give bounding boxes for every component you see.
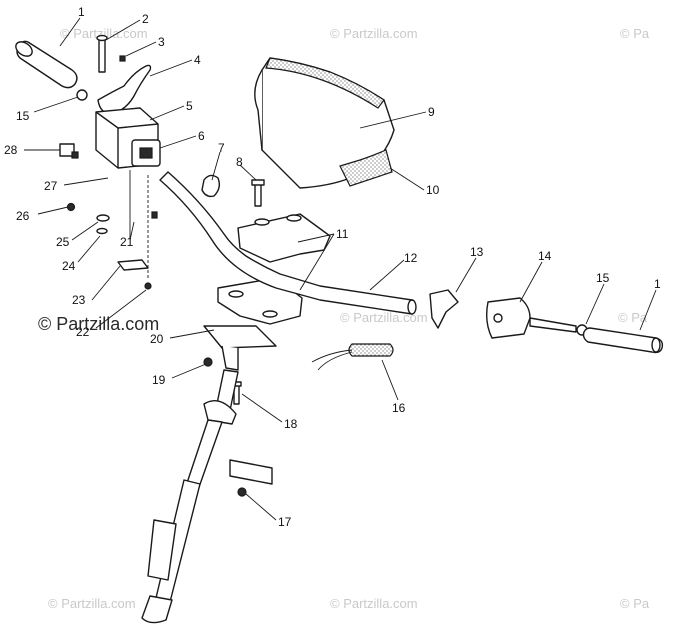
watermark-faint: © Partzilla.com — [60, 26, 148, 41]
callout-23: 23 — [72, 293, 86, 307]
callout-15-right: 15 — [596, 271, 610, 285]
callout-7: 7 — [218, 141, 225, 155]
screw — [144, 282, 152, 290]
callout-26: 26 — [16, 209, 30, 223]
callout-2: 2 — [142, 12, 149, 26]
washer — [96, 214, 110, 222]
brake-bracket — [429, 289, 459, 329]
hood-console — [254, 57, 395, 189]
nut — [237, 487, 247, 497]
sleeve — [229, 459, 273, 485]
bolt — [251, 179, 265, 207]
callout-10: 10 — [426, 183, 440, 197]
callout-15: 15 — [16, 109, 30, 123]
watermark-faint-cut: © Pa — [620, 26, 650, 41]
callout-25: 25 — [56, 235, 70, 249]
callout-6: 6 — [198, 129, 205, 143]
left-grip — [15, 40, 78, 89]
watermark-faint: © Partzilla.com — [330, 596, 418, 611]
steering-post — [141, 369, 239, 624]
grip-heater — [311, 343, 394, 371]
callout-13: 13 — [470, 245, 484, 259]
right-grip — [582, 327, 664, 354]
watermark-faint-cut: © Pa — [620, 596, 650, 611]
callout-24: 24 — [62, 259, 76, 273]
callout-4: 4 — [194, 53, 201, 67]
watermark-faint: © Partzilla.com — [330, 26, 418, 41]
screw-head — [151, 211, 158, 219]
callout-19: 19 — [152, 373, 166, 387]
nut — [119, 55, 126, 62]
side-switch — [59, 143, 79, 159]
callout-3: 3 — [158, 35, 165, 49]
mounting-plate — [117, 259, 149, 271]
handlebar-end — [407, 299, 417, 315]
watermark-faint-cut: © Pa — [618, 310, 648, 325]
callout-14: 14 — [538, 249, 552, 263]
watermark-main: © Partzilla.com — [38, 314, 159, 334]
callout-1: 1 — [78, 5, 85, 19]
callout-21: 21 — [120, 235, 134, 249]
throttle-lever — [97, 64, 152, 115]
callout-28: 28 — [4, 143, 18, 157]
callout-labels: 1 2 3 4 5 6 7 8 9 10 11 12 13 14 15 1 16… — [4, 5, 661, 529]
watermark-faint: © Partzilla.com — [48, 596, 136, 611]
callout-12: 12 — [404, 251, 418, 265]
callout-16: 16 — [392, 401, 406, 415]
callout-8: 8 — [236, 155, 243, 169]
handlebar — [159, 171, 413, 315]
steering-plate — [203, 325, 277, 371]
console-panel — [339, 149, 393, 187]
callout-1-right: 1 — [654, 277, 661, 291]
kill-switch — [131, 139, 161, 167]
pivot-pin — [96, 34, 108, 73]
callout-22: 22 — [76, 325, 90, 339]
leader-lines — [24, 17, 657, 521]
brake-master-cylinder — [485, 297, 577, 339]
washer — [96, 227, 108, 235]
clip — [201, 174, 221, 198]
handlebar-clamp-upper — [237, 213, 331, 263]
grip-end-cap — [76, 89, 88, 101]
watermark-layer: © Partzilla.com © Partzilla.com © Pa © P… — [38, 26, 650, 611]
callout-17: 17 — [278, 515, 292, 529]
nut — [66, 202, 76, 212]
callout-18: 18 — [284, 417, 298, 431]
callout-5: 5 — [186, 99, 193, 113]
callout-20: 20 — [150, 332, 164, 346]
callout-9: 9 — [428, 105, 435, 119]
callout-27: 27 — [44, 179, 58, 193]
callout-11: 11 — [336, 227, 349, 241]
